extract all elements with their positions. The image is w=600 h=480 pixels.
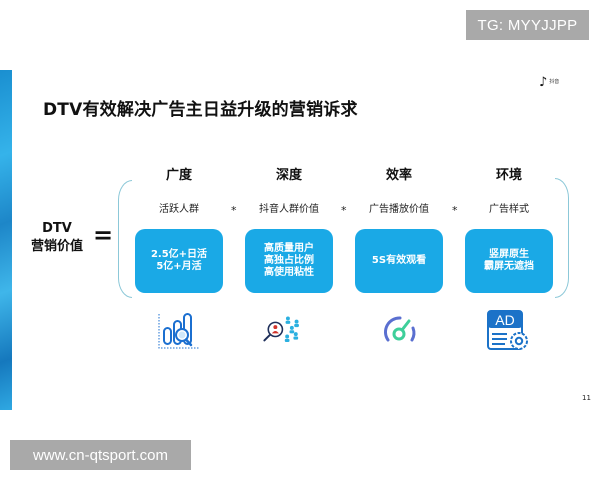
- multiply-operator: *: [341, 204, 347, 217]
- column-subtitle: 抖音人群价值: [259, 204, 319, 215]
- dtv-value-label: DTV 营销价值: [24, 220, 90, 256]
- box-line: 高独占比例: [264, 255, 314, 266]
- box-line: 5S有效观看: [371, 255, 427, 266]
- tiktok-note-icon: ♪: [539, 75, 548, 90]
- user-search-icon: [263, 316, 299, 342]
- box-line: 霸屏无遮挡: [484, 261, 534, 272]
- box-line: 高质量用户: [264, 243, 314, 254]
- column-breadth: 广度 活跃人群 2.5亿+日活 5亿+月活: [135, 166, 223, 293]
- column-environment: 环境 广告样式 竖屏原生 霸屏无遮挡: [465, 166, 553, 293]
- equals-sign: =: [93, 221, 114, 249]
- value-box: 高质量用户 高独占比例 高使用粘性: [245, 229, 333, 293]
- value-box: 2.5亿+日活 5亿+月活: [135, 229, 223, 293]
- box-line: 2.5亿+日活: [150, 249, 208, 260]
- column-heading: 效率: [385, 168, 412, 183]
- multiply-operator: *: [452, 204, 458, 217]
- column-subtitle: 广告样式: [489, 204, 529, 215]
- bar-chart-magnifier-icon: [158, 313, 199, 349]
- speedometer-icon: [384, 316, 416, 342]
- logo-text: 抖音: [549, 78, 560, 85]
- page-number: 11: [582, 394, 591, 402]
- slide-title: DTV有效解决广告主日益升级的营销诉求: [43, 100, 358, 120]
- ad-text: AD: [495, 312, 514, 328]
- multiply-operator: *: [231, 204, 237, 217]
- slide: ♪ 抖音 DTV有效解决广告主日益升级的营销诉求 DTV 营销价值 = 广度 活…: [0, 70, 600, 410]
- watermark-top: TG: MYYJJPP: [466, 10, 589, 40]
- dtv-label-line1: DTV: [42, 221, 72, 236]
- column-heading: 环境: [495, 168, 522, 183]
- value-box: 5S有效观看: [355, 229, 443, 293]
- right-bracket: [555, 178, 569, 298]
- box-line: 竖屏原生: [489, 249, 529, 260]
- dtv-label-line2: 营销价值: [30, 239, 83, 254]
- box-line: 5亿+月活: [156, 261, 202, 272]
- ad-settings-icon: AD: [487, 310, 528, 350]
- column-depth: 深度 抖音人群价值 高质量用户 高独占比例 高使用粘性: [245, 166, 333, 293]
- watermark-bottom: www.cn-qtsport.com: [10, 440, 191, 470]
- column-heading: 深度: [275, 168, 302, 183]
- column-heading: 广度: [165, 168, 192, 183]
- value-box: 竖屏原生 霸屏无遮挡: [465, 229, 553, 293]
- douyin-logo: ♪ 抖音: [539, 76, 559, 89]
- column-subtitle: 活跃人群: [159, 204, 199, 215]
- column-efficiency: 效率 广告播放价值 5S有效观看: [355, 166, 443, 293]
- side-decoration-strip: [0, 70, 12, 410]
- box-line: 高使用粘性: [264, 267, 314, 278]
- column-subtitle: 广告播放价值: [369, 204, 429, 215]
- left-bracket: [118, 180, 132, 298]
